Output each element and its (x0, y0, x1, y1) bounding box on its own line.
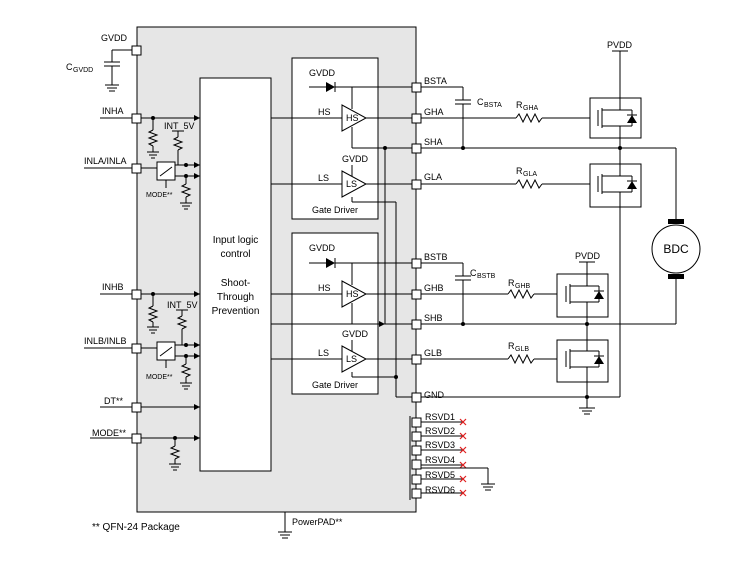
cbsta-label-main: C (477, 97, 484, 107)
pin-inlb-label: INLB/INLB (84, 336, 127, 346)
int5v-b-label: INT_5V (167, 300, 198, 310)
external-bridge-a: C BSTA R GHA R GLA PVDD (421, 40, 676, 218)
rgha-label-sub: GHA (523, 105, 539, 112)
pin-gha-label: GHA (424, 107, 444, 117)
cbstb-label-sub: BSTB (477, 273, 496, 280)
pin-bsta-label: BSTA (424, 76, 447, 86)
mode-switch-a-label: MODE** (146, 192, 173, 199)
pin-rsvd6-label: RSVD6 (425, 485, 455, 495)
driver-b-gvdd-ls-label: GVDD (342, 329, 369, 339)
bootstrap-diode-b (326, 258, 335, 268)
pin-dt-label: DT** (104, 396, 123, 406)
pin-rsvd1-label: RSVD1 (425, 412, 455, 422)
rghb-label-main: R (508, 278, 515, 288)
pvdd-a-label: PVDD (607, 40, 633, 50)
cbstb-label-main: C (470, 268, 477, 278)
pin-inha-label: INHA (102, 106, 124, 116)
int5v-a-label: INT_5V (164, 121, 195, 131)
logic-label-line3: Shoot- (221, 278, 250, 289)
pin-inla-label: INLA/INLA (84, 156, 127, 166)
logic-label-line4: Through (217, 292, 254, 303)
pin-rsvd2-label: RSVD2 (425, 426, 455, 436)
driver-b-gvdd-label: GVDD (309, 243, 336, 253)
footnote: ** QFN-24 Package (92, 522, 180, 533)
pin-rsvd5-label: RSVD5 (425, 470, 455, 480)
bootstrap-diode-a (326, 82, 335, 92)
cbsta-label-sub: BSTA (484, 102, 502, 109)
pin-inla: INLA/INLA MODE** (84, 156, 200, 210)
pin-inhb-label: INHB (102, 282, 124, 292)
pin-inha: INHA INT_5V (100, 106, 200, 160)
pin-shb-label: SHB (424, 313, 443, 323)
driver-a-hs-in-label: HS (318, 107, 331, 117)
pin-inhb: INHB INT_5V (100, 282, 200, 339)
driver-a-caption: Gate Driver (312, 205, 358, 215)
driver-a-ls-in-label: LS (318, 173, 329, 183)
pin-glb-label: GLB (424, 348, 442, 358)
pin-mode-label: MODE** (92, 428, 127, 438)
driver-a-gvdd-label: GVDD (309, 68, 336, 78)
pin-gvdd-label: GVDD (101, 33, 128, 43)
driver-a-hs-buf-label: HS (346, 113, 359, 123)
rghb-label-sub: GHB (515, 283, 531, 290)
mode-switch-b-label: MODE** (146, 374, 173, 381)
rsvd-wiring (409, 416, 495, 500)
input-logic-block: Input logic control Shoot- Through Preve… (199, 77, 272, 472)
powerpad: PowerPAD** (278, 512, 343, 539)
pin-rsvd4-label: RSVD4 (425, 455, 455, 465)
rglb-label-sub: GLB (515, 346, 529, 353)
pin-ghb-label: GHB (424, 283, 444, 293)
pin-dt: DT** (100, 396, 200, 413)
cgvdd-label-main: C (66, 62, 73, 72)
right-pins: BSTA GHA SHA GLA BSTB GHB SHB GLB GND RS… (411, 76, 455, 499)
rglb-label-main: R (508, 341, 515, 351)
pvdd-b-label: PVDD (575, 251, 601, 261)
rgla-label-main: R (516, 166, 523, 176)
logic-label-line1: Input logic (213, 235, 259, 246)
pin-sha-label: SHA (424, 137, 443, 147)
motor-label: BDC (663, 242, 689, 256)
powerpad-label: PowerPAD** (292, 517, 343, 527)
power-ground (421, 218, 621, 415)
driver-b-ls-in-label: LS (318, 348, 329, 358)
pin-bstb-label: BSTB (424, 252, 448, 262)
pin-inlb: INLB/INLB MODE** (84, 336, 200, 390)
logic-label-line2: control (220, 249, 250, 260)
pin-gla-label: GLA (424, 172, 442, 182)
driver-b-caption: Gate Driver (312, 380, 358, 390)
driver-b-hs-buf-label: HS (346, 289, 359, 299)
rgla-label-sub: GLA (523, 171, 537, 178)
external-bridge-b: C BSTB R GHB R GLB PVDD (421, 251, 609, 397)
gate-driver-b: GVDD HS HS GVDD LS LS Gate Driver (271, 232, 416, 395)
driver-b-ls-buf-label: LS (346, 354, 357, 364)
driver-a-ls-buf-label: LS (346, 179, 357, 189)
rgha-label-main: R (516, 100, 523, 110)
driver-a-gvdd-ls-label: GVDD (342, 154, 369, 164)
pin-gnd-label: GND (424, 390, 445, 400)
gate-driver-a: GVDD HS HS GVDD LS LS Gate Driver (271, 57, 416, 220)
pin-gvdd: GVDD C GVDD (66, 33, 142, 92)
logic-label-line5: Prevention (212, 306, 260, 317)
cgvdd-label-sub: GVDD (73, 67, 93, 74)
pin-mode: MODE** (90, 428, 200, 471)
pin-rsvd3-label: RSVD3 (425, 440, 455, 450)
driver-b-hs-in-label: HS (318, 283, 331, 293)
